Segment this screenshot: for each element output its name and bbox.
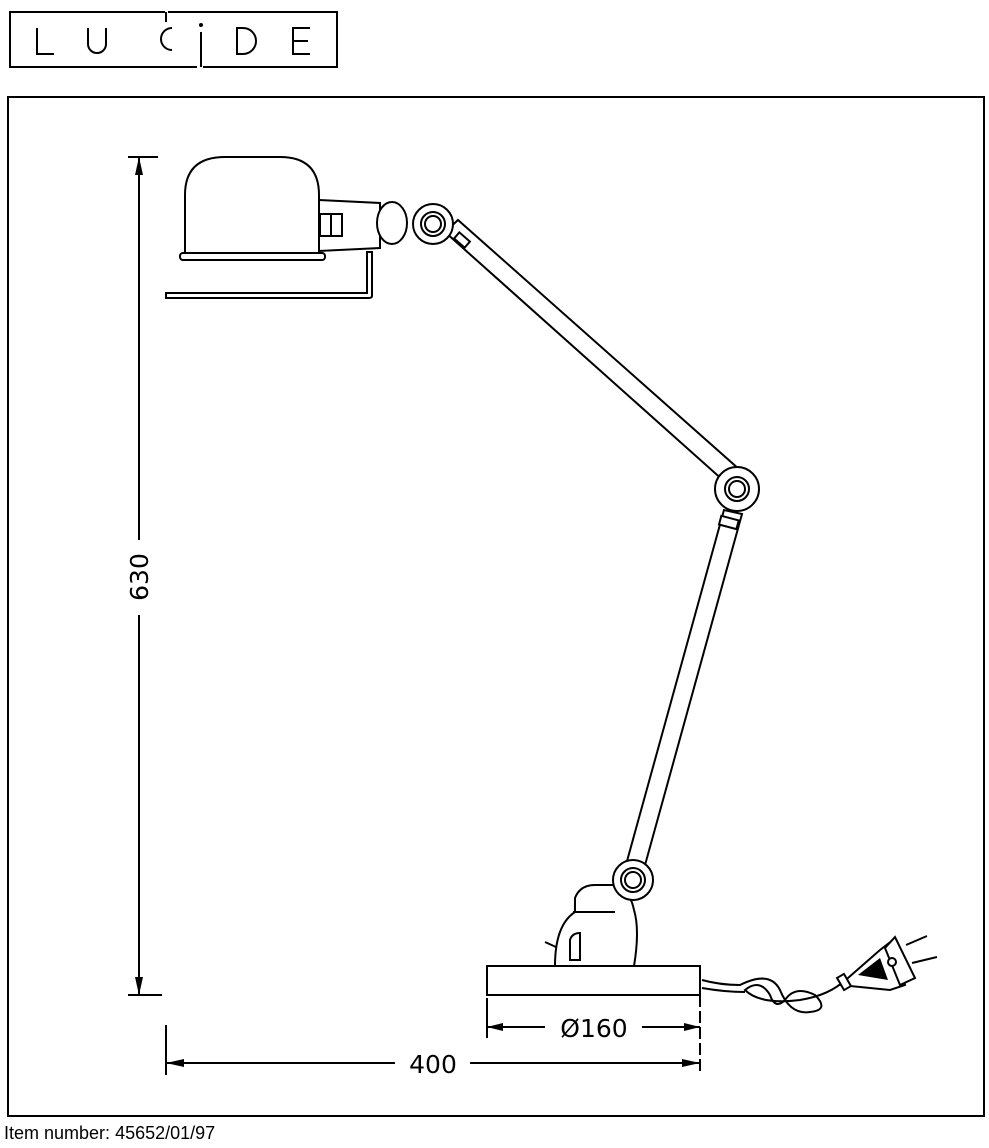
power-plug (835, 935, 938, 992)
height-label: 630 (125, 553, 154, 601)
drawing-frame (7, 96, 985, 1117)
width-label: 400 (409, 1050, 457, 1079)
height-dimension: 630 (125, 156, 162, 996)
item-number-label: Item number: (4, 1123, 111, 1143)
item-number-value: 45652/01/97 (115, 1123, 216, 1143)
lucide-logo (9, 11, 338, 68)
base-diameter-dimension: Ø160 (486, 998, 700, 1043)
lamp-drawing (165, 156, 938, 1014)
base-diameter-label: Ø160 (560, 1014, 627, 1043)
lamp-base (486, 965, 701, 996)
width-dimension: 400 (165, 995, 701, 1079)
item-number: Item number: 45652/01/97 (4, 1123, 215, 1144)
